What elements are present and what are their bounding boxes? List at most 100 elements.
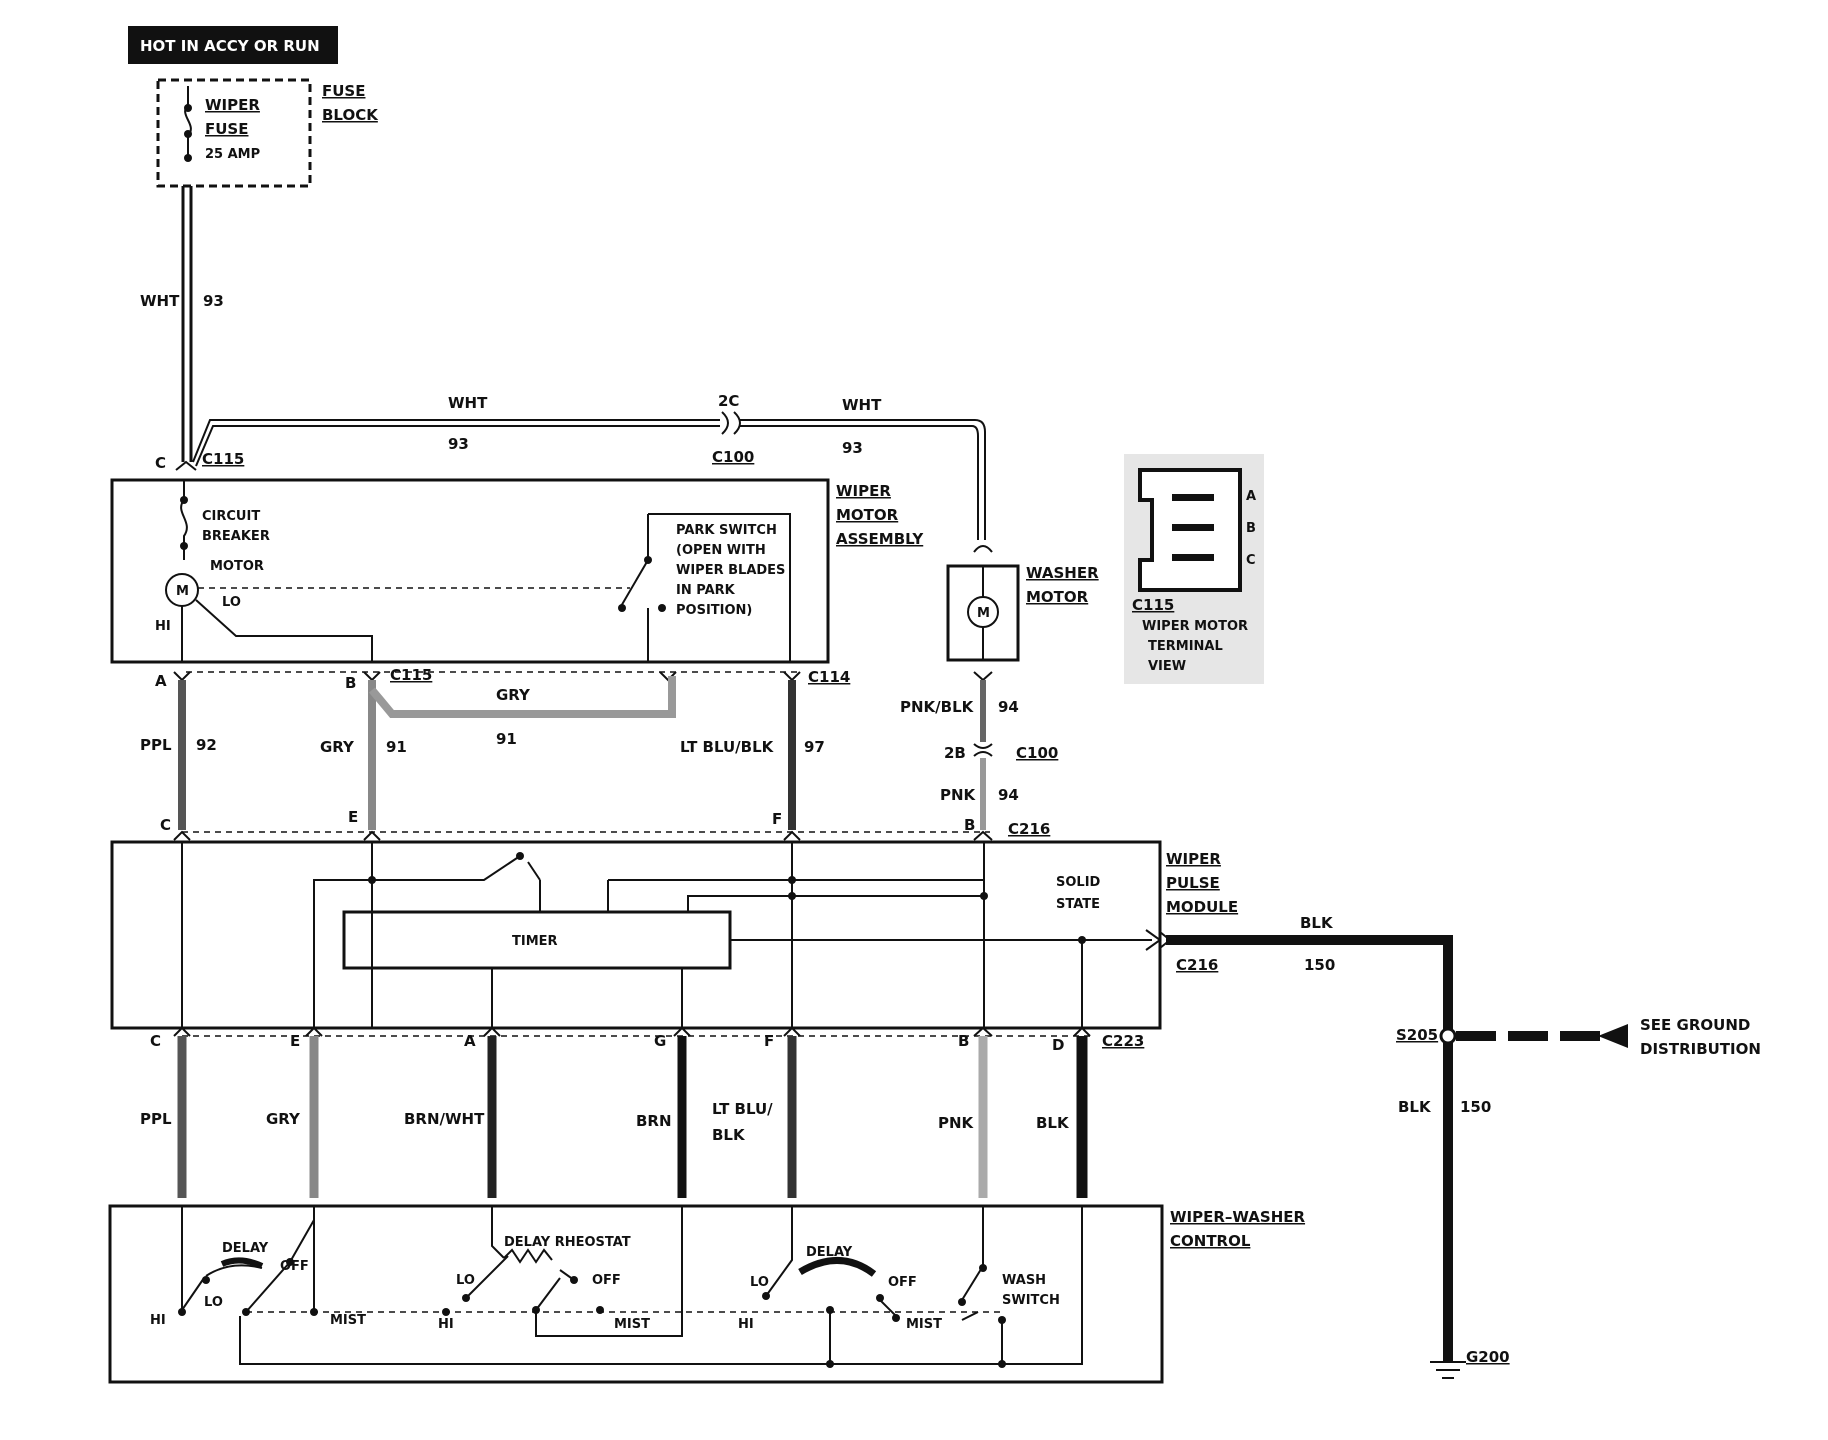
mid-ltblu-num: 97 [804, 738, 825, 756]
conn-c115-top: C115 [202, 450, 244, 468]
mid-gry-num: 91 [386, 738, 407, 756]
wire-wht-to-washer [192, 419, 720, 463]
control-box [108, 1204, 1164, 1384]
ctrl-mist: MIST [330, 1313, 366, 1328]
ctrl-lo: LO [204, 1295, 223, 1310]
wiper-motor-title-1: WIPER [836, 482, 891, 500]
ctrl-wash-1: WASH [1002, 1273, 1046, 1288]
conn-c100-top: C100 [712, 448, 754, 466]
fuse-amp: 25 AMP [205, 147, 260, 162]
low-pin-b: B [958, 1032, 969, 1050]
fuse-symbol [184, 86, 192, 160]
mid-pin-f: F [772, 810, 782, 828]
fuse-block-title-2: BLOCK [322, 106, 379, 124]
mid-ppl-num: 92 [196, 736, 217, 754]
timer-label: TIMER [512, 934, 558, 949]
park-label-1: PARK SWITCH [676, 523, 777, 538]
mid-pin-b: B [345, 674, 356, 692]
control-title-2: CONTROL [1170, 1232, 1251, 1250]
ctrl-mist2: MIST [614, 1317, 650, 1332]
ground-num: 150 [1304, 956, 1335, 974]
mid-pin-e: E [348, 808, 358, 826]
washer-motor-title-1: WASHER [1026, 564, 1099, 582]
low-pin-c: C [150, 1032, 161, 1050]
terminal-desc-2: TERMINAL [1148, 639, 1223, 654]
wiper-motor-title-2: MOTOR [836, 506, 899, 524]
cb-label-1: CIRCUIT [202, 509, 260, 524]
ctrl-lo2: LO [456, 1273, 475, 1288]
washer-motor-title-2: MOTOR [1026, 588, 1089, 606]
terminal-b: B [1246, 521, 1256, 536]
terminal-c: C [1246, 553, 1256, 568]
fuse-label-1: WIPER [205, 96, 260, 114]
ctrl-hi3: HI [738, 1317, 754, 1332]
pulse-title-1: WIPER [1166, 850, 1221, 868]
ctrl-delay3: DELAY [806, 1245, 853, 1260]
mid-pnk-num: 94 [998, 786, 1019, 804]
park-switch-symbol [619, 514, 649, 662]
ctrl-wash-2: SWITCH [1002, 1293, 1060, 1308]
conn-c114: C114 [808, 668, 850, 686]
park-label-4: IN PARK [676, 583, 736, 598]
mid-pnk: PNK [940, 786, 977, 804]
motor-lo: LO [222, 595, 241, 610]
low-pin-f: F [764, 1032, 774, 1050]
ground-arrow [1598, 1024, 1628, 1048]
solid-state-2: STATE [1056, 897, 1100, 912]
motor-label: MOTOR [210, 559, 264, 574]
ground-num2: 150 [1460, 1098, 1491, 1116]
mid-pin-c: C [160, 816, 171, 834]
low-pin-a: A [464, 1032, 476, 1050]
mid-pin-b2: B [964, 816, 975, 834]
ctrl-off: OFF [280, 1259, 309, 1274]
mid-pnkblk-num: 94 [998, 698, 1019, 716]
park-label-3: WIPER BLADES [676, 563, 785, 578]
ground-blk2: BLK [1398, 1098, 1432, 1116]
low-ppl: PPL [140, 1110, 172, 1128]
cb-label-2: BREAKER [202, 529, 270, 544]
wht-left-num: 93 [448, 435, 469, 453]
terminal-desc-1: WIPER MOTOR [1142, 619, 1248, 634]
hot-label: HOT IN ACCY OR RUN [140, 37, 320, 55]
pulse-title-3: MODULE [1166, 898, 1238, 916]
terminal-desc-3: VIEW [1148, 659, 1186, 674]
conn-g200: G200 [1466, 1348, 1510, 1366]
fuse-block-title-1: FUSE [322, 82, 365, 100]
ctrl-mist3: MIST [906, 1317, 942, 1332]
mid-gry-h-num: 91 [496, 730, 517, 748]
conn-s205: S205 [1396, 1026, 1438, 1044]
wire-blk-150 [1166, 935, 1453, 1362]
terminal-a: A [1246, 489, 1256, 504]
mid-pnkblk: PNK/BLK [900, 698, 975, 716]
mid-ppl: PPL [140, 736, 172, 754]
low-pnk: PNK [938, 1114, 975, 1132]
ctrl-rheo: DELAY RHEOSTAT [504, 1235, 631, 1250]
motor-hi: HI [155, 619, 171, 634]
fuse-label-2: FUSE [205, 120, 248, 138]
park-label-5: POSITION) [676, 603, 752, 618]
mid-gry-h: GRY [496, 686, 531, 704]
wire-top-num: 93 [203, 292, 224, 310]
park-label-2: (OPEN WITH [676, 543, 766, 558]
low-brn: BRN [636, 1112, 672, 1130]
mid-gry: GRY [320, 738, 355, 756]
low-ltblu-2: BLK [712, 1126, 746, 1144]
wiper-motor-m: M [176, 584, 189, 599]
ground-symbol [1430, 1361, 1466, 1379]
ctrl-hi2: HI [438, 1317, 454, 1332]
conn-c216-right: C216 [1176, 956, 1218, 974]
wht-right-num: 93 [842, 439, 863, 457]
low-gry: GRY [266, 1110, 301, 1128]
low-pin-g: G [654, 1032, 666, 1050]
see-ground-1: SEE GROUND [1640, 1016, 1750, 1034]
control-title-1: WIPER–WASHER [1170, 1208, 1306, 1226]
washer-motor-m: M [977, 606, 990, 621]
wiper-motor-assembly-box [110, 478, 830, 664]
solid-state-1: SOLID [1056, 875, 1101, 890]
terminal-conn: C115 [1132, 596, 1174, 614]
conn-c223: C223 [1102, 1032, 1144, 1050]
pulse-title-2: PULSE [1166, 874, 1220, 892]
wht-right-color: WHT [842, 396, 882, 414]
low-ltblu-1: LT BLU/ [712, 1100, 773, 1118]
fuse-block-box [156, 78, 312, 188]
